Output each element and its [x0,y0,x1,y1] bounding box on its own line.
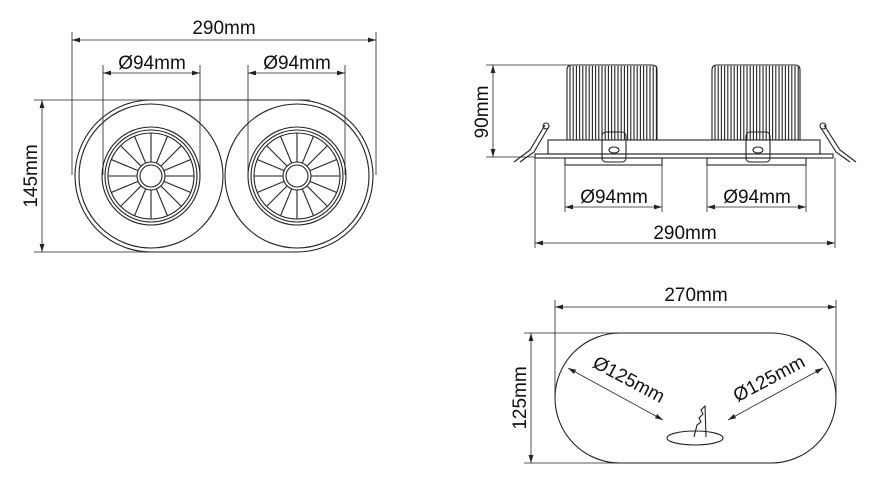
mounting-bar [547,139,821,155]
lens-ring [101,126,201,226]
lens-hub [285,164,309,188]
lens-spoke [163,159,191,172]
top-view: 290mm Ø94mm Ø94mm 145mm [21,18,377,253]
lens-spoke [280,188,293,216]
lens-spoke [155,136,168,164]
spring-clip-right [820,124,857,163]
cutout-width-label: 270mm [664,285,727,306]
clip-right [745,131,771,163]
heatsink-right [711,64,801,140]
side-width-label: 290mm [653,223,716,244]
lens-ring [247,126,347,226]
side-height-label: 90mm [472,86,493,139]
lens-spoke [306,145,328,167]
lens-spoke [134,188,147,216]
lens-ring [250,129,344,223]
lens-spoke [306,185,328,207]
lens-spoke [280,136,293,164]
lens-spoke [266,185,288,207]
lens-spoke [257,159,285,172]
cutout-diameter-right-label: Ø125mm [730,352,809,407]
side-view: 90mm Ø94mm Ø94mm 290mm [472,64,857,248]
lens-spoke [120,145,142,167]
cutout-outline [554,332,837,464]
heatsink-outline [711,64,801,140]
lens-spoke [160,185,182,207]
saw-icon [693,404,707,438]
lens-spoke [160,145,182,167]
lens-spoke [257,180,285,193]
lens-hub [139,164,163,188]
lens-ring [104,129,198,223]
clip-left [601,131,627,163]
lens-hub [282,161,312,191]
lens-spoke [309,180,337,193]
lens-spoke [309,159,337,172]
trim-flange [534,153,834,159]
lens-spoke [301,136,314,164]
lens-spoke [111,180,139,193]
lens-spoke [111,159,139,172]
heatsink-left [566,64,658,140]
lens-spoke [301,188,314,216]
lens-hub [136,161,166,191]
lens-spoke [134,136,147,164]
lens-spoke [120,185,142,207]
lens-spoke [163,180,191,193]
lens-right [224,103,370,249]
top-diameter-left-label: Ø94mm [118,53,186,74]
housing-outline [74,99,374,253]
top-diameter-right-label: Ø94mm [263,53,331,74]
spring-clip-left [513,124,549,163]
side-diameter-left-label: Ø94mm [580,187,648,208]
cutout-height-label: 125mm [510,366,531,429]
top-height-label: 145mm [21,144,42,207]
lens-spoke [266,145,288,167]
side-diameter-right-label: Ø94mm [723,187,791,208]
top-width-label: 290mm [192,18,255,39]
lens-spoke [155,188,168,216]
cutout-view: 270mm 125mm Ø125mm Ø125mm [510,285,837,464]
cutout-diameter-left-label: Ø125mm [589,353,668,408]
lens-left [78,103,224,249]
